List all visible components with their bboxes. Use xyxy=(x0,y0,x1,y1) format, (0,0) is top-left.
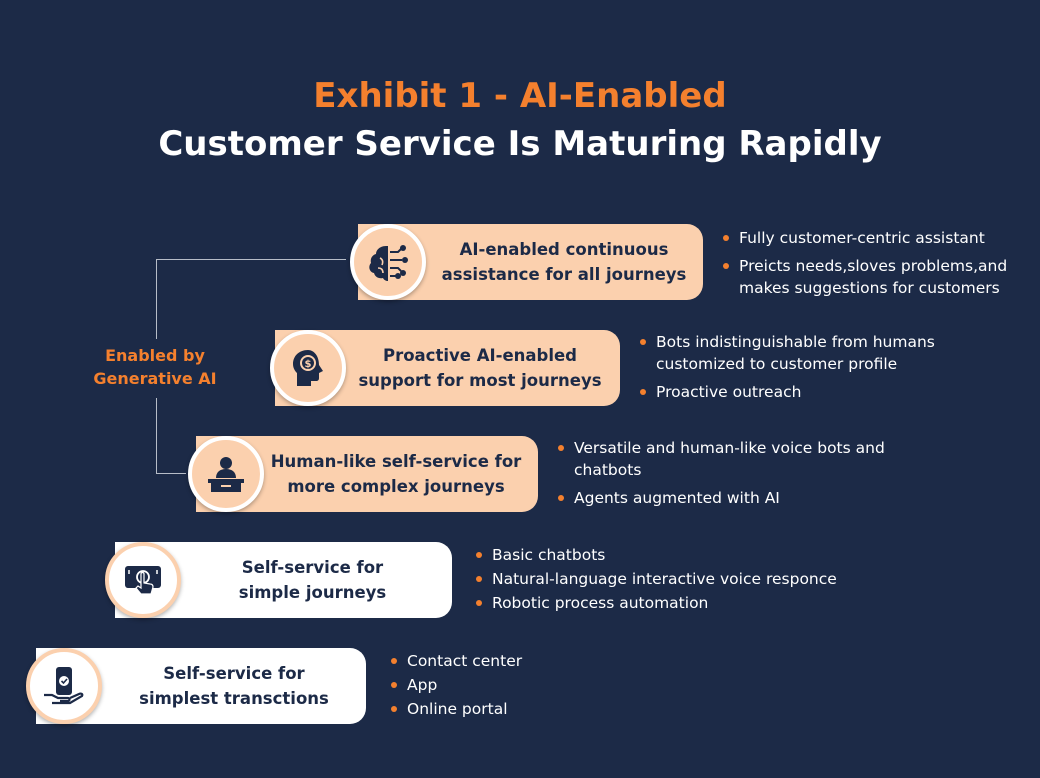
person-at-desk-icon xyxy=(208,457,244,492)
list-item: Bots indistinguishable from humans custo… xyxy=(640,331,970,375)
level-4-icon-circle xyxy=(105,542,181,618)
phone-in-hand-icon xyxy=(44,667,84,705)
list-item: Online portal xyxy=(391,698,691,720)
level-3-line-1: Human-like self-service for xyxy=(270,452,522,471)
level-2-bullets: Bots indistinguishable from humans custo… xyxy=(640,331,970,403)
level-3-bullets: Versatile and human-like voice bots and … xyxy=(558,437,888,509)
bracket-top-vertical xyxy=(156,259,157,339)
list-item: Proactive outreach xyxy=(640,381,970,403)
list-item: Preicts needs,sloves problems,and makes … xyxy=(723,255,1023,299)
level-1-bullets: Fully customer-centric assistant Preicts… xyxy=(723,227,1023,299)
title-line-1: Exhibit 1 - AI-Enabled xyxy=(313,76,727,116)
enabled-by-generative-ai-label: Enabled by Generative AI xyxy=(80,344,230,390)
bracket-bottom-vertical xyxy=(156,398,157,473)
level-4-line-2: simple journeys xyxy=(238,583,387,602)
level-3-icon-circle xyxy=(188,436,264,512)
list-item: Natural-language interactive voice respo… xyxy=(476,568,876,590)
list-item: App xyxy=(391,674,691,696)
level-1-text: AI-enabled continuous assistance for all… xyxy=(430,224,698,300)
touch-screen-hand-icon xyxy=(125,566,161,595)
side-label-line-1: Enabled by xyxy=(105,346,205,365)
level-1-line-1: AI-enabled continuous xyxy=(459,240,669,259)
level-4-text: Self-service for simple journeys xyxy=(180,542,445,618)
level-5-bullets: Contact center App Online portal xyxy=(391,650,691,720)
title-line-2: Customer Service Is Maturing Rapidly xyxy=(158,124,882,164)
level-3-line-2: more complex journeys xyxy=(287,477,505,496)
level-5-line-2: simplest transctions xyxy=(139,689,329,708)
list-item: Fully customer-centric assistant xyxy=(723,227,1023,249)
brain-circuit-icon xyxy=(369,245,408,281)
svg-text:$: $ xyxy=(305,359,312,370)
head-gear-dollar-icon: $ xyxy=(293,350,323,386)
level-2-line-2: support for most journeys xyxy=(358,371,602,390)
level-5-line-1: Self-service for xyxy=(163,664,305,683)
level-1-line-2: assistance for all journeys xyxy=(441,265,687,284)
list-item: Robotic process automation xyxy=(476,592,876,614)
bracket-top-horizontal xyxy=(156,259,346,260)
level-5-icon-circle xyxy=(26,648,102,724)
level-2-line-1: Proactive AI-enabled xyxy=(382,346,577,365)
list-item: Contact center xyxy=(391,650,691,672)
level-3-text: Human-like self-service for more complex… xyxy=(262,436,530,512)
level-2-text: Proactive AI-enabled support for most jo… xyxy=(344,330,616,406)
level-2-icon-circle: $ xyxy=(270,330,346,406)
list-item: Agents augmented with AI xyxy=(558,487,888,509)
level-5-text: Self-service for simplest transctions xyxy=(102,648,366,724)
level-4-line-1: Self-service for xyxy=(241,558,384,577)
list-item: Versatile and human-like voice bots and … xyxy=(558,437,888,481)
level-4-bullets: Basic chatbots Natural-language interact… xyxy=(476,544,876,614)
side-label-line-2: Generative AI xyxy=(93,369,217,388)
level-1-icon-circle xyxy=(350,224,426,300)
list-item: Basic chatbots xyxy=(476,544,876,566)
bracket-bottom-horizontal xyxy=(156,473,186,474)
